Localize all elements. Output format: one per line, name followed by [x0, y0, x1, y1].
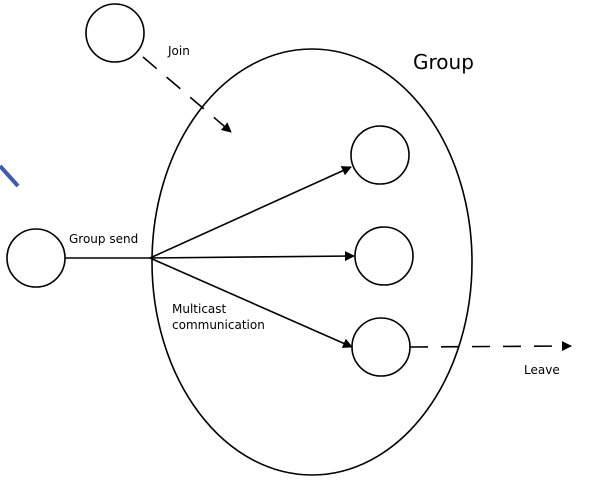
- multicast-arrow-bottom: [149, 257, 353, 348]
- multicast-arrow-middle: [149, 251, 355, 262]
- multicast-arrow-top: [149, 166, 352, 259]
- member-node-top: [350, 125, 410, 185]
- join-arrow: [142, 56, 232, 133]
- leave-label: Leave: [524, 363, 560, 377]
- sender-process-node: [6, 228, 66, 288]
- member-node-bottom: [351, 317, 411, 377]
- group-ellipse: [151, 48, 473, 476]
- multicast-label-line2: communication: [172, 318, 265, 332]
- join-label: Join: [167, 44, 190, 58]
- leave-arrow: [409, 341, 572, 352]
- blue-edge-fragment: [0, 164, 20, 188]
- multicast-label-line1: Multicast: [172, 302, 227, 316]
- group-send-label: Group send: [69, 232, 138, 246]
- member-node-middle: [354, 226, 414, 286]
- joining-process-node: [85, 3, 145, 63]
- group-title: Group: [413, 50, 474, 74]
